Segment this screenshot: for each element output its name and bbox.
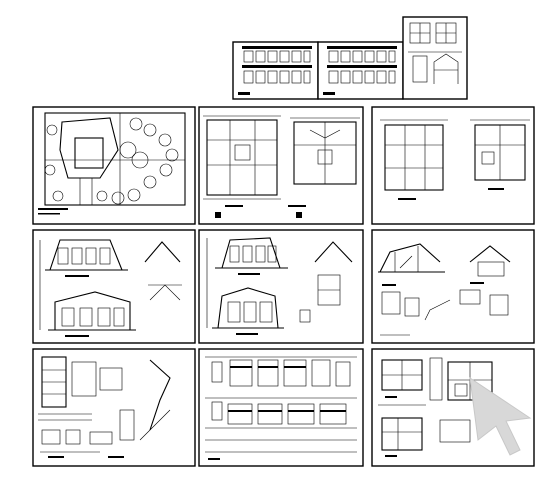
sheet-sections[interactable] — [371, 229, 535, 344]
sheet-door-window-schedule[interactable] — [198, 348, 364, 467]
cover-detail[interactable] — [402, 16, 468, 100]
sheet-site-plan[interactable] — [32, 106, 196, 225]
sheet-floor-plans-2[interactable] — [371, 106, 535, 225]
cover-index-b[interactable] — [317, 41, 404, 100]
sheet-stair-details[interactable] — [32, 348, 196, 467]
sheet-elevations-1[interactable] — [32, 229, 196, 344]
sheet-floor-plans-1[interactable] — [198, 106, 364, 225]
arrow-cursor-icon — [469, 376, 532, 456]
cover-index-a[interactable] — [232, 41, 319, 100]
sheet-elevations-2[interactable] — [198, 229, 364, 344]
